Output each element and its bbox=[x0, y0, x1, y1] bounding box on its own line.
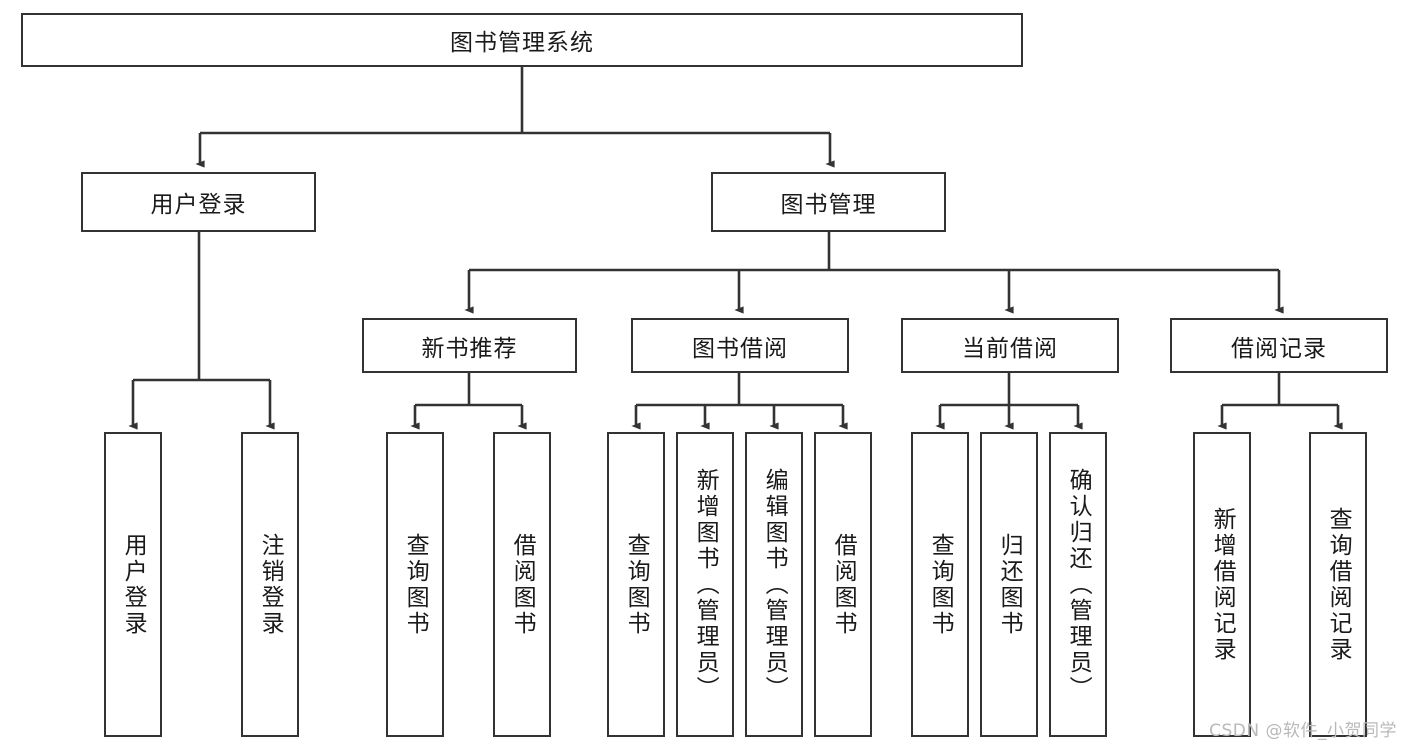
node-label: 当前借阅 bbox=[962, 335, 1058, 362]
leaf-current-borrow-confirm-return-admin[interactable]: 确认归还（管理员） bbox=[1049, 432, 1107, 737]
node-user-login[interactable]: 用户登录 bbox=[81, 172, 316, 232]
node-label: 图书管理 bbox=[780, 192, 877, 218]
node-label: 查询图书 bbox=[927, 532, 954, 637]
leaf-current-borrow-query-book[interactable]: 查询图书 bbox=[911, 432, 969, 737]
leaf-borrow-record-add-record[interactable]: 新增借阅记录 bbox=[1193, 432, 1251, 737]
node-label: 查询图书 bbox=[623, 532, 650, 637]
node-label: 编辑图书（管理员） bbox=[761, 467, 788, 702]
node-root-system[interactable]: 图书管理系统 bbox=[21, 13, 1023, 67]
node-label: 新增图书（管理员） bbox=[692, 467, 719, 702]
leaf-new-book-borrow-book[interactable]: 借阅图书 bbox=[493, 432, 551, 737]
node-label: 新增借阅记录 bbox=[1209, 506, 1236, 663]
node-label: 图书管理系统 bbox=[450, 30, 594, 56]
node-label: 查询借阅记录 bbox=[1325, 506, 1352, 663]
leaf-user-login-logout[interactable]: 注销登录 bbox=[241, 432, 299, 737]
node-label: 图书借阅 bbox=[692, 335, 788, 362]
leaf-borrow-record-query-record[interactable]: 查询借阅记录 bbox=[1309, 432, 1367, 737]
leaf-book-borrow-edit-book-admin[interactable]: 编辑图书（管理员） bbox=[745, 432, 803, 737]
node-label: 用户登录 bbox=[120, 532, 147, 637]
csdn-watermark: CSDN @软件_小贺同学 bbox=[1209, 721, 1397, 741]
node-label: 归还图书 bbox=[996, 532, 1023, 637]
node-label: 确认归还（管理员） bbox=[1065, 467, 1092, 702]
leaf-book-borrow-borrow-book[interactable]: 借阅图书 bbox=[814, 432, 872, 737]
leaf-book-borrow-add-book-admin[interactable]: 新增图书（管理员） bbox=[676, 432, 734, 737]
node-label: 借阅记录 bbox=[1231, 335, 1327, 362]
node-label: 借阅图书 bbox=[830, 532, 857, 637]
node-label: 用户登录 bbox=[150, 192, 247, 218]
node-borrow-record[interactable]: 借阅记录 bbox=[1170, 318, 1388, 373]
node-label: 注销登录 bbox=[257, 532, 284, 637]
node-label: 借阅图书 bbox=[509, 532, 536, 637]
node-current-borrow[interactable]: 当前借阅 bbox=[901, 318, 1119, 373]
leaf-user-login-do-login[interactable]: 用户登录 bbox=[104, 432, 162, 737]
node-new-book-recommend[interactable]: 新书推荐 bbox=[362, 318, 577, 373]
node-label: 查询图书 bbox=[402, 532, 429, 637]
leaf-new-book-query-book[interactable]: 查询图书 bbox=[386, 432, 444, 737]
node-book-management[interactable]: 图书管理 bbox=[711, 172, 946, 232]
node-book-borrow[interactable]: 图书借阅 bbox=[631, 318, 849, 373]
leaf-current-borrow-return-book[interactable]: 归还图书 bbox=[980, 432, 1038, 737]
leaf-book-borrow-query-book[interactable]: 查询图书 bbox=[607, 432, 665, 737]
node-label: 新书推荐 bbox=[421, 335, 518, 362]
